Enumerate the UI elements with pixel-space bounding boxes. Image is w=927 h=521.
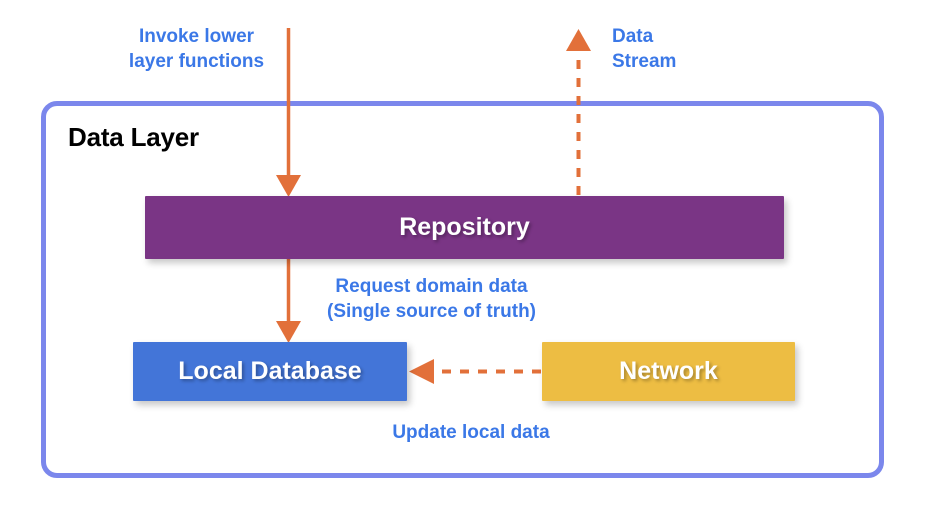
node-local-database-label: Local Database	[178, 357, 362, 385]
data-layer-title: Data Layer	[68, 122, 199, 152]
annotation-update-local-data: Update local data	[392, 422, 550, 443]
node-local-database[interactable]: Local Database	[133, 342, 407, 401]
node-network[interactable]: Network	[542, 342, 795, 401]
node-repository-label: Repository	[399, 213, 530, 241]
annotation-data-stream: Data Stream	[612, 26, 677, 72]
annotation-request-domain-data: Request domain data (Single source of tr…	[327, 276, 536, 322]
node-network-label: Network	[619, 357, 718, 385]
data-layer-container	[41, 101, 884, 478]
node-repository[interactable]: Repository	[145, 196, 784, 259]
annotation-invoke-lower-layer-functions: Invoke lower layer functions	[128, 26, 265, 72]
